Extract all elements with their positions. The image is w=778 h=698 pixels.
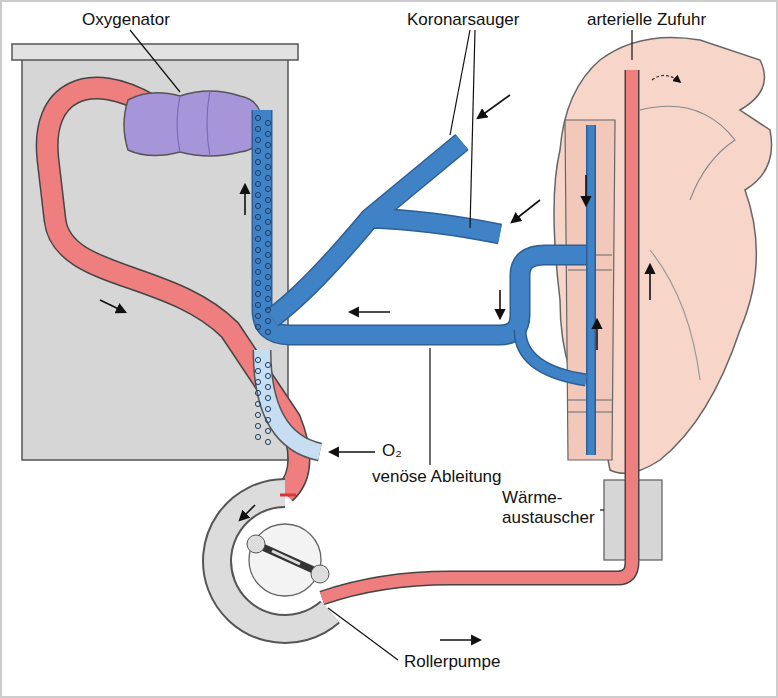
bubble [265, 153, 270, 158]
bubble [265, 373, 270, 378]
koronarsauger-label: Koronarsauger [405, 10, 521, 30]
heat-exchanger [604, 480, 662, 560]
bubble [255, 203, 260, 208]
bubble [255, 115, 260, 120]
bubble [255, 247, 260, 252]
bubble [255, 126, 260, 131]
bubble [255, 423, 260, 428]
bubble [255, 236, 260, 241]
bubble [255, 302, 260, 307]
bubble [265, 439, 270, 444]
bubble [265, 296, 270, 301]
waermeaustauscher-label: Wärme- austauscher [500, 488, 600, 527]
venoese-ableitung-label: venöse Ableitung [370, 467, 504, 487]
bubble [255, 357, 260, 362]
bubble [255, 434, 260, 439]
bubble [255, 258, 260, 263]
bubble [265, 384, 270, 389]
bubble [255, 324, 260, 329]
bubble [255, 159, 260, 164]
bubble [265, 263, 270, 268]
bubble [265, 274, 270, 279]
bubble [265, 417, 270, 422]
bubble [265, 120, 270, 125]
bubble [255, 170, 260, 175]
bubble [265, 164, 270, 169]
bubble [255, 280, 260, 285]
bubble [265, 131, 270, 136]
oxygenator-body [124, 91, 262, 156]
heart [554, 38, 772, 474]
bubble [265, 197, 270, 202]
bubble [265, 241, 270, 246]
bubble [255, 368, 260, 373]
bubble [255, 379, 260, 384]
bubble [265, 395, 270, 400]
bubble [265, 230, 270, 235]
bubble [255, 192, 260, 197]
bubble [255, 313, 260, 318]
bubble [255, 291, 260, 296]
bubble [265, 219, 270, 224]
bubble [255, 390, 260, 395]
bubble [255, 401, 260, 406]
bubble [265, 208, 270, 213]
bubble [265, 428, 270, 433]
bubble [265, 285, 270, 290]
oxygenator-label: Oxygenator [80, 10, 172, 30]
roller-pump [217, 493, 330, 629]
bubble [265, 186, 270, 191]
o2-label: O₂ [380, 441, 404, 461]
bubble [255, 225, 260, 230]
bubble [265, 318, 270, 323]
rollerpumpe-label: Rollerpumpe [402, 652, 502, 672]
bubble [255, 214, 260, 219]
bubble [265, 142, 270, 147]
bubble [265, 252, 270, 257]
bubble [255, 137, 260, 142]
bubble [265, 175, 270, 180]
bubble [265, 307, 270, 312]
bubble [255, 269, 260, 274]
bubble [255, 181, 260, 186]
arterielle-zufuhr-label: arterielle Zufuhr [585, 10, 708, 30]
bubble [265, 329, 270, 334]
bubble [255, 148, 260, 153]
bubble [265, 362, 270, 367]
bubble [265, 406, 270, 411]
bubble [255, 412, 260, 417]
